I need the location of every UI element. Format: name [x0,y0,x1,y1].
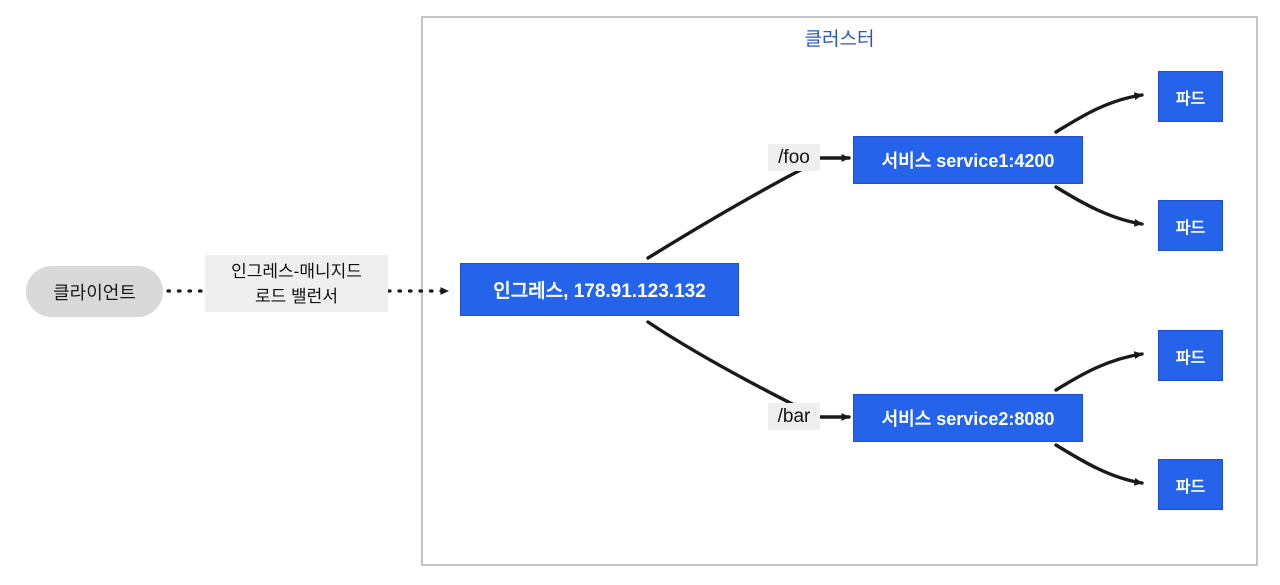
service-node-service1[interactable]: 서비스 service1:4200 [853,136,1083,184]
pod-3-label: 파드 [1175,349,1206,367]
service1-label: 서비스 service1:4200 [881,151,1055,171]
route-path-label-bar: /bar [768,403,820,430]
pod-4-label: 파드 [1175,478,1206,496]
ingress-managed-load-balancer-label: 인그레스-매니지드 로드 밸런서 [205,255,388,312]
service-node-service2[interactable]: 서비스 service2:8080 [853,394,1083,442]
route-path-label-foo: /foo [768,144,820,171]
pod-2-label: 파드 [1175,219,1206,237]
pod-node-1[interactable]: 파드 [1158,71,1223,122]
ingress-label: 인그레스, 178.91.123.132 [493,281,706,302]
client-label: 클라이언트 [53,282,136,303]
cluster-title: 클러스터 [804,29,875,50]
service2-label: 서비스 service2:8080 [881,409,1055,429]
pod-1-label: 파드 [1175,90,1206,108]
pod-node-4[interactable]: 파드 [1158,459,1223,510]
client-node[interactable]: 클라이언트 [26,266,163,317]
pod-node-2[interactable]: 파드 [1158,200,1223,251]
ingress-node[interactable]: 인그레스, 178.91.123.132 [460,263,739,316]
lb-label-line1: 인그레스-매니지드 [231,261,362,281]
pod-node-3[interactable]: 파드 [1158,330,1223,381]
lb-label-line2: 로드 밸런서 [255,286,338,306]
